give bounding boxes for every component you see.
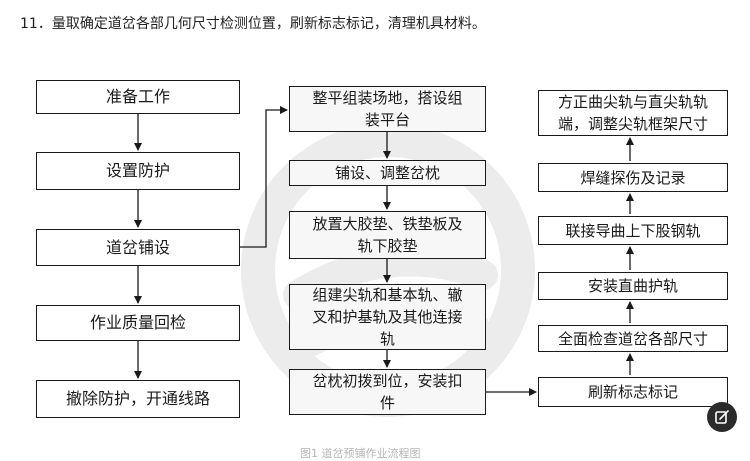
box-remove-protection: 撤除防护，开通线路 xyxy=(36,380,240,418)
edit-button[interactable] xyxy=(707,402,737,432)
box-place-pads: 放置大胶垫、铁垫板及 轨下胶垫 xyxy=(289,211,486,259)
box-install-fasteners: 岔枕初拨到位，安装扣 件 xyxy=(289,369,486,415)
box-connect-lead-rails: 联接导曲上下股钢轨 xyxy=(538,216,728,245)
edit-icon xyxy=(715,410,729,424)
box-lay-sleepers: 铺设、调整岔枕 xyxy=(289,160,486,186)
box-assemble-rails: 组建尖轨和基本轨、辙 叉和护基轨及其他连接 轨 xyxy=(289,284,486,350)
box-full-inspection: 全面检查道岔各部尺寸 xyxy=(538,325,728,352)
box-level-site: 整平组装场地，搭设组 装平台 xyxy=(289,86,486,132)
box-set-protection: 设置防护 xyxy=(36,152,240,190)
box-weld-inspection: 焊缝探伤及记录 xyxy=(538,163,728,192)
box-square-switch-rails: 方正曲尖轨与直尖轨轨 端，调整尖轨框架尺寸 xyxy=(538,90,728,136)
box-refresh-marks: 刷新标志标记 xyxy=(538,377,728,407)
box-prepare-work: 准备工作 xyxy=(36,80,240,114)
figure-caption: 图1 道岔预铺作业流程图 xyxy=(300,447,421,460)
box-quality-recheck: 作业质量回检 xyxy=(36,305,240,341)
step-text: 11．量取确定道岔各部几何尺寸检测位置，刷新标志标记，清理机具材料。 xyxy=(20,16,486,32)
box-install-guard-rails: 安装直曲护轨 xyxy=(538,272,728,300)
box-turnout-laying: 道岔铺设 xyxy=(36,229,240,266)
